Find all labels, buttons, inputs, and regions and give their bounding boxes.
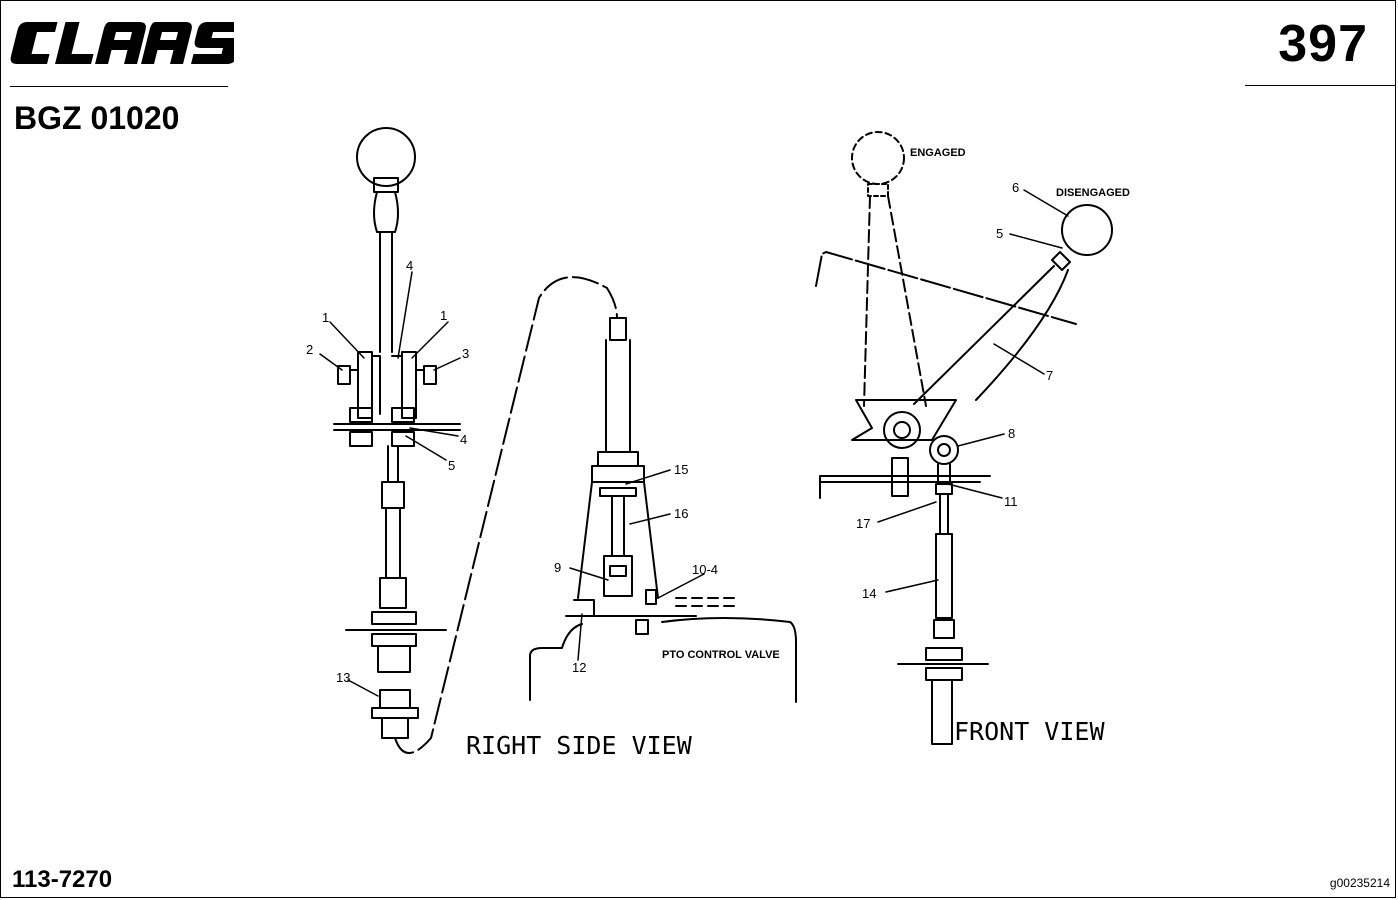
- jam-nut-11: [935, 463, 953, 495]
- disengaged-lever: [913, 265, 1069, 405]
- callout-4b: 4: [460, 432, 467, 447]
- callout-13: 13: [336, 670, 350, 685]
- right-side-view-label: RIGHT SIDE VIEW: [466, 731, 693, 760]
- lower-rod: [387, 445, 399, 483]
- valve-top-nuts: [591, 451, 645, 483]
- leader-lines: [319, 189, 1069, 697]
- pto-control-valve-label: PTO CONTROL VALVE: [662, 649, 780, 661]
- page-number: 397: [1278, 15, 1368, 73]
- cable-end-fitting: [379, 577, 407, 609]
- cable-bulkhead-nuts: [345, 611, 447, 647]
- rod-coupler: [381, 481, 405, 509]
- cable-housing: [377, 645, 411, 673]
- pivot-bolt: [893, 421, 911, 439]
- console-panel: [815, 251, 1077, 325]
- inner-spool: [611, 495, 625, 557]
- disengaged-knob: [1061, 204, 1113, 256]
- nut-3: [415, 365, 437, 385]
- rod-eye-8: [929, 435, 959, 465]
- valve-spool-rod: [605, 339, 631, 453]
- cable-tip: [609, 317, 627, 341]
- seal-15: [599, 487, 637, 497]
- lower-nuts: [349, 407, 415, 423]
- clip-13: [371, 689, 419, 739]
- callout-5-front: 5: [996, 226, 1003, 241]
- pivot-stud: [891, 457, 909, 497]
- engaged-knob: [851, 131, 905, 185]
- callout-6: 6: [1012, 180, 1019, 195]
- engaged-nut: [867, 183, 889, 197]
- callout-12: 12: [572, 660, 586, 675]
- image-id: g00235214: [1329, 876, 1390, 890]
- callout-9: 9: [554, 560, 561, 575]
- spacer: [371, 355, 403, 415]
- front-bulkhead-nuts: [897, 647, 989, 681]
- callout-1: 1: [322, 310, 329, 325]
- front-view-lever: [815, 131, 1113, 745]
- base-bolt: [635, 619, 649, 635]
- housing-outline-right: [661, 617, 797, 703]
- callout-15: 15: [674, 462, 688, 477]
- pivot-bracket: [851, 399, 957, 441]
- valve-housing: [577, 481, 659, 599]
- floor-plate: [819, 475, 991, 499]
- lever-grip: [373, 191, 399, 233]
- valve-hidden-lines: [675, 597, 737, 607]
- engaged-label: ENGAGED: [910, 147, 966, 159]
- mount-plate: [333, 423, 461, 431]
- rod-eye-pin: [937, 443, 951, 457]
- pto-valve-assembly: [529, 317, 797, 703]
- left-lever-assembly: [333, 127, 461, 739]
- callout-4: 4: [406, 258, 413, 273]
- cable-end-14: [935, 533, 953, 619]
- callout-14: 14: [862, 586, 876, 601]
- lever-knob: [356, 127, 416, 187]
- rod-17: [939, 493, 949, 535]
- callout-8: 8: [1008, 426, 1015, 441]
- lower-washers: [349, 431, 415, 447]
- valve-base: [565, 599, 697, 617]
- front-view-label: FRONT VIEW: [954, 717, 1105, 746]
- part-number: 113-7270: [12, 866, 113, 893]
- cable-rod: [385, 507, 401, 579]
- knob-nut: [373, 177, 399, 193]
- front-cable-fitting: [933, 619, 955, 639]
- callout-7: 7: [1046, 368, 1053, 383]
- pivot-eye: [883, 411, 921, 449]
- disengaged-label: DISENGAGED: [1056, 187, 1130, 199]
- housing-outline-left: [529, 623, 583, 701]
- valve-clevis-9: [603, 555, 633, 597]
- disengaged-nut: [1051, 251, 1071, 271]
- page-number-underline: [1245, 85, 1395, 86]
- callout-10-4: 10-4: [692, 562, 718, 577]
- callout-1b: 1: [440, 308, 447, 323]
- callout-5: 5: [448, 458, 455, 473]
- logo-underline: [10, 86, 228, 87]
- lever-shaft: [379, 231, 393, 353]
- fitting-10-4: [645, 589, 657, 605]
- reference-code: BGZ 01020: [14, 100, 180, 136]
- control-cable: [394, 276, 618, 754]
- bolt-2: [337, 365, 359, 385]
- claas-logo: [10, 22, 234, 64]
- callout-3: 3: [462, 346, 469, 361]
- callout-17: 17: [856, 516, 870, 531]
- callout-11: 11: [1004, 494, 1018, 509]
- callout-16: 16: [674, 506, 688, 521]
- callout-2: 2: [306, 342, 313, 357]
- front-cable-housing: [931, 679, 953, 745]
- engaged-lever: [863, 195, 927, 407]
